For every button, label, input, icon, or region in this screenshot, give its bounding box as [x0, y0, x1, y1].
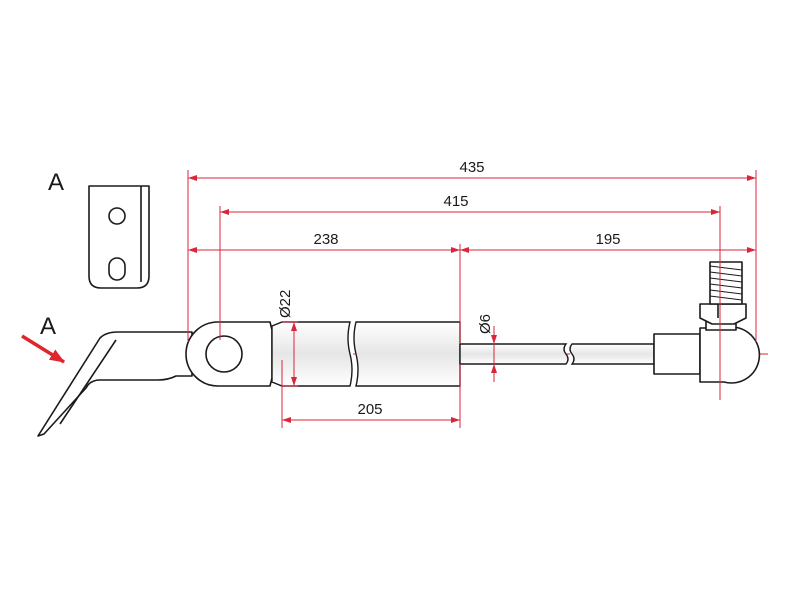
- dim-205-label: 205: [357, 401, 382, 418]
- dim-435-label: 435: [459, 159, 484, 176]
- dim-overall-length: 435: [188, 159, 756, 181]
- dim-238-label: 238: [313, 231, 338, 248]
- rod-end-fitting: [653, 333, 701, 375]
- cylinder-body: [271, 321, 461, 387]
- dim-body-length: 205: [282, 401, 460, 423]
- mounting-bracket: [37, 331, 193, 437]
- dim-mount-to-eye: 415: [220, 193, 720, 215]
- dim-d22-label: Ø22: [277, 290, 294, 318]
- bracket-slot-hole: [108, 257, 126, 281]
- dim-rod-section: 195: [460, 231, 756, 253]
- ball-socket-end: [653, 261, 761, 384]
- extension-lines: [187, 170, 757, 428]
- detail-view-a: A: [48, 169, 150, 289]
- eyelet-hole: [205, 335, 243, 373]
- ball-socket: [699, 326, 761, 384]
- dim-195-label: 195: [595, 231, 620, 248]
- thread-lines: [709, 265, 743, 301]
- detail-view-label: A: [48, 169, 64, 196]
- view-arrow-icon: [21, 334, 65, 364]
- hex-nut: [699, 303, 747, 325]
- view-arrow-label: A: [40, 313, 56, 340]
- bracket-plate: [88, 185, 150, 289]
- dim-rod-diameter: Ø6: [477, 314, 497, 382]
- dim-415-label: 415: [443, 193, 468, 210]
- dim-body-diameter: Ø22: [277, 290, 297, 386]
- dim-cylinder-section: 238: [188, 231, 460, 253]
- view-arrow-a: A: [21, 313, 65, 364]
- dim-d6-label: Ø6: [477, 314, 494, 334]
- piston-rod: [459, 343, 655, 365]
- bracket-round-hole: [108, 207, 126, 225]
- eyelet-end: [185, 321, 273, 387]
